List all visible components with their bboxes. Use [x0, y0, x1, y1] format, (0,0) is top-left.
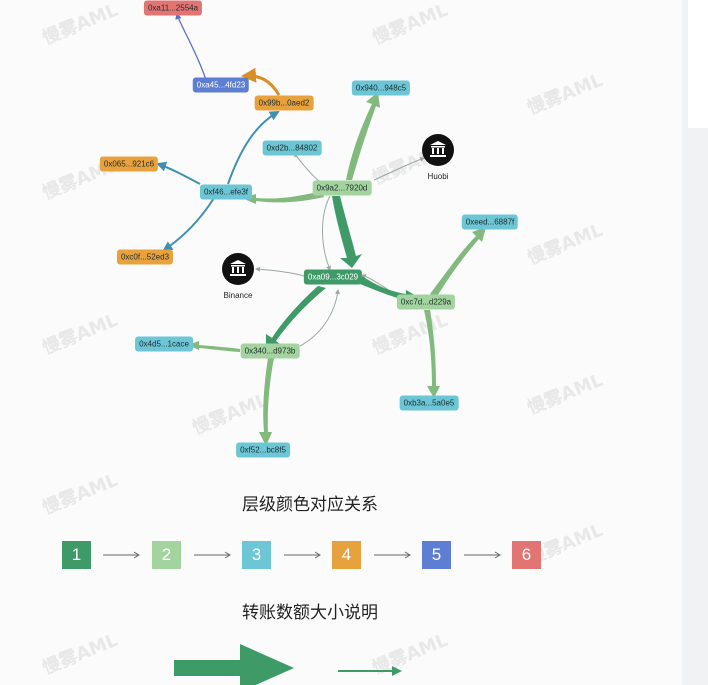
edge — [156, 161, 201, 185]
right-panel — [682, 0, 708, 685]
exchange-label: Huobi — [427, 172, 449, 181]
edge — [175, 12, 207, 81]
edge — [188, 341, 240, 352]
amount-legend-title: 转账数额大小说明 — [242, 603, 378, 623]
edge — [373, 157, 425, 181]
edge — [322, 195, 331, 271]
flow-graph — [103, 12, 501, 685]
edge — [332, 196, 362, 268]
bank-icon — [222, 253, 254, 285]
edge — [424, 310, 440, 398]
edge — [430, 227, 486, 298]
address-node[interactable]: 0xc7d...d229a — [396, 294, 456, 310]
edge — [241, 67, 281, 96]
address-node[interactable]: 0xeed...6887f — [461, 214, 519, 230]
level-box: 1 — [62, 541, 91, 569]
edge — [162, 197, 215, 252]
level-box: 2 — [152, 541, 181, 569]
level-arrow — [103, 551, 501, 559]
address-node[interactable]: 0xb3a...5a0e5 — [399, 395, 459, 411]
address-node[interactable]: 0x99b...0aed2 — [254, 95, 314, 111]
exchange-binance[interactable]: Binance — [222, 253, 254, 300]
edge — [293, 152, 321, 183]
address-node[interactable]: 0x340...d973b — [240, 343, 300, 359]
level-box: 4 — [332, 541, 361, 569]
address-node[interactable]: 0x9a2...7920d — [312, 180, 372, 196]
exchange-label: Binance — [223, 291, 253, 300]
address-node[interactable]: 0x4d5...1cace — [135, 336, 193, 352]
level-legend-title: 层级颜色对应关系 — [242, 495, 378, 515]
edge — [259, 358, 274, 446]
address-node[interactable]: 0xc0f...52ed3 — [116, 249, 174, 265]
graph-canvas — [0, 0, 682, 685]
edge — [255, 266, 305, 277]
exchange-huobi[interactable]: Huobi — [422, 134, 454, 181]
address-node[interactable]: 0x065...921c6 — [99, 156, 159, 172]
address-node[interactable]: 0x940...948c5 — [351, 80, 411, 96]
level-box: 3 — [242, 541, 271, 569]
bank-icon — [422, 134, 454, 166]
address-node[interactable]: 0xd2b...84802 — [262, 140, 322, 156]
address-node[interactable]: 0xf52...bc8f5 — [236, 442, 290, 458]
edge — [299, 289, 341, 347]
level-box: 6 — [512, 541, 541, 569]
edge — [242, 191, 324, 204]
edge — [227, 111, 280, 185]
address-node[interactable]: 0xa11...2554a — [143, 0, 203, 16]
arrow-right-icon — [338, 666, 402, 676]
address-node[interactable]: 0xa45...4fd23 — [192, 77, 250, 93]
edge — [346, 92, 380, 180]
level-box: 5 — [422, 541, 451, 569]
address-node[interactable]: 0xf46...efe3f — [199, 184, 253, 200]
address-node[interactable]: 0xa09...3c029 — [303, 269, 363, 285]
arrow-right-icon — [174, 644, 294, 685]
edge — [266, 286, 326, 350]
